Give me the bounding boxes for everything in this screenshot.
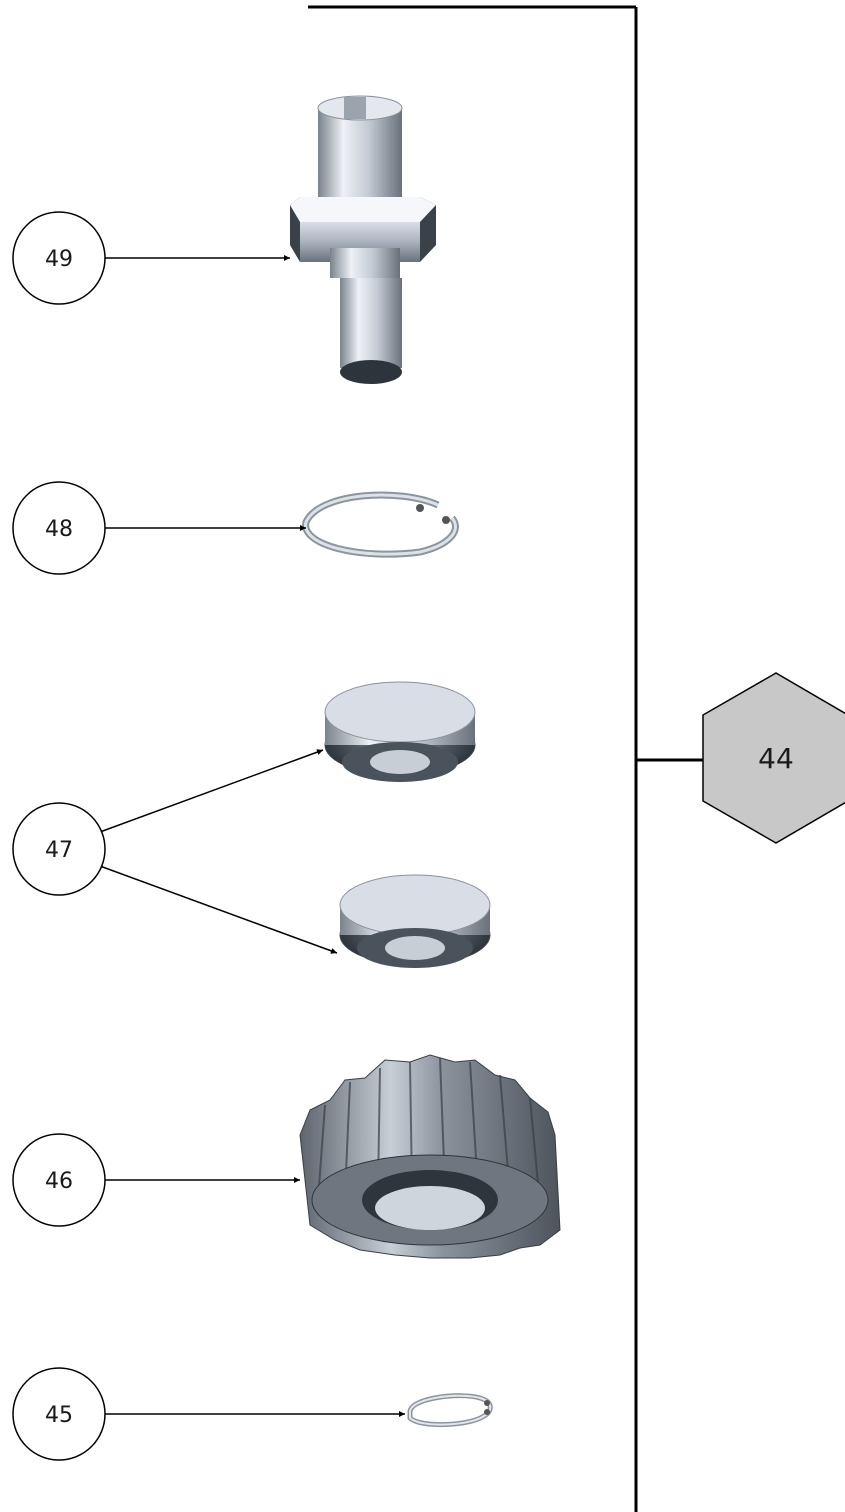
callout-47-label: 47 xyxy=(45,838,73,863)
callout-46-label: 46 xyxy=(45,1169,73,1194)
callout-45-label: 45 xyxy=(45,1403,73,1428)
helical-gear-part xyxy=(299,1054,561,1259)
external-ring-part xyxy=(407,1393,493,1427)
callout-49[interactable]: 49 xyxy=(12,211,106,305)
callout-48-label: 48 xyxy=(45,517,73,542)
leader-47a xyxy=(99,749,324,833)
callout-49-label: 49 xyxy=(45,247,73,272)
bearing-upper-part xyxy=(324,681,476,782)
bearing-lower-part xyxy=(339,874,491,968)
pin-shaft-part xyxy=(290,95,436,384)
callout-46[interactable]: 46 xyxy=(12,1133,106,1227)
callout-47[interactable]: 47 xyxy=(12,802,106,896)
assembly-label: 44 xyxy=(758,742,794,775)
leader-lines xyxy=(99,255,405,1417)
callout-45[interactable]: 45 xyxy=(12,1367,106,1461)
assembly-hexagon[interactable]: 44 xyxy=(702,672,845,844)
leader-47b xyxy=(99,865,338,954)
assembly-bracket xyxy=(308,5,703,1512)
internal-ring-part xyxy=(302,491,459,558)
callout-48[interactable]: 48 xyxy=(12,481,106,575)
